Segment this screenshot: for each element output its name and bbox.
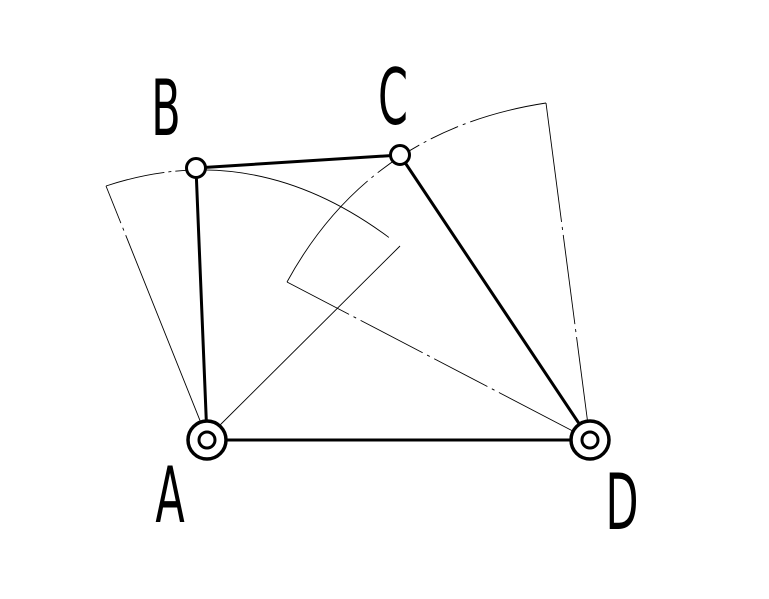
sector-c-radius-right (545, 102, 591, 441)
label-c: C (378, 52, 408, 142)
joint-b (185, 157, 207, 179)
bar-ab (194, 166, 209, 440)
joint-d (569, 419, 611, 461)
sector-b-arc (105, 169, 401, 247)
sector-c-radius-left (286, 281, 591, 441)
joint-a-inner (197, 430, 217, 450)
sector-b-radius-left (105, 185, 208, 439)
joint-a (186, 419, 228, 461)
linkage-bars (194, 153, 592, 442)
label-b: B (151, 63, 180, 153)
joint-d-inner (580, 430, 600, 450)
sector-c-arc (286, 102, 547, 283)
bar-bc (194, 153, 402, 170)
sector-c-about-d (286, 102, 591, 441)
label-d: D (605, 457, 638, 547)
sector-b-about-a (105, 169, 401, 439)
sector-b-radius-right (206, 245, 401, 439)
label-a: A (155, 450, 184, 540)
bar-cd (398, 153, 592, 442)
joint-c (389, 144, 411, 166)
